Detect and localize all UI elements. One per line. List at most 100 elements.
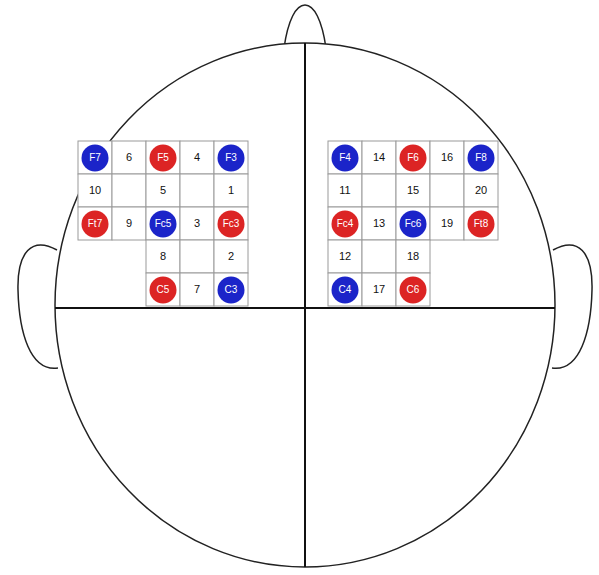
channel-number: 18 [407, 250, 419, 263]
electrode-label: Ft8 [467, 210, 495, 230]
electrode-circle: Fc3 [217, 210, 245, 238]
grid-cell [362, 141, 396, 174]
electrode-circle: C3 [217, 276, 245, 304]
grid-cell [328, 141, 362, 174]
grid-cell [112, 207, 146, 240]
channel-number: 6 [126, 151, 132, 164]
grid-cell [328, 273, 362, 306]
channel-number: 14 [373, 151, 385, 164]
grid-cell [78, 141, 112, 174]
electrode-circle: Ft8 [467, 210, 495, 238]
grid-cell [180, 273, 214, 306]
grid-cell [464, 207, 498, 240]
channel-number: 4 [194, 151, 200, 164]
electrode-fill [400, 276, 427, 303]
electrode-circle: C4 [331, 276, 359, 304]
electrode-circle: F8 [467, 144, 495, 172]
electrode-circle: F7 [81, 144, 109, 172]
electrode-label: F6 [399, 144, 427, 164]
grid-cell [78, 207, 112, 240]
electrode-fill [218, 144, 245, 171]
channel-number: 1 [228, 184, 234, 197]
electrode-fill [150, 144, 177, 171]
channel-number: 13 [373, 217, 385, 230]
grid-cell [362, 273, 396, 306]
grid-cell [180, 141, 214, 174]
electrode-circle: F6 [399, 144, 427, 172]
electrode-fill [468, 210, 495, 237]
grid-cell [146, 207, 180, 240]
electrode-fill [332, 144, 359, 171]
grid-cell [396, 273, 430, 306]
electrode-fill [150, 210, 177, 237]
electrode-label: F4 [331, 144, 359, 164]
electrode-label: C3 [217, 276, 245, 296]
channel-number: 17 [373, 283, 385, 296]
grid-cell [328, 240, 362, 273]
electrode-circle: C5 [149, 276, 177, 304]
channel-number: 20 [475, 184, 487, 197]
electrode-label: Fc4 [331, 210, 359, 230]
electrode-circle: F5 [149, 144, 177, 172]
grid-cell [214, 273, 248, 306]
grid-cell [396, 207, 430, 240]
grid-cell [180, 207, 214, 240]
electrode-label: F7 [81, 144, 109, 164]
grid-cell [362, 240, 396, 273]
electrode-label: Fc6 [399, 210, 427, 230]
electrode-fill [82, 210, 109, 237]
grid-cell [146, 141, 180, 174]
electrode-fill [82, 144, 109, 171]
electrode-label: Ft7 [81, 210, 109, 230]
grid-cell [214, 240, 248, 273]
grid-cell [146, 240, 180, 273]
electrode-fill [468, 144, 495, 171]
electrode-circle: C6 [399, 276, 427, 304]
grid-cell [146, 273, 180, 306]
right-ear [552, 245, 592, 368]
electrode-label: C5 [149, 276, 177, 296]
grid-cell [464, 141, 498, 174]
grid-cell [362, 207, 396, 240]
grid-cell [78, 174, 112, 207]
ear-line [55, 307, 555, 309]
nose [284, 5, 326, 48]
grid-cell [464, 174, 498, 207]
channel-number: 7 [194, 283, 200, 296]
electrode-label: F8 [467, 144, 495, 164]
grid-cell [430, 174, 464, 207]
grid-cell [328, 174, 362, 207]
grid-cell [328, 207, 362, 240]
grid-cell [180, 174, 214, 207]
grid-cell [214, 174, 248, 207]
electrode-circle: Ft7 [81, 210, 109, 238]
grid-cell [362, 174, 396, 207]
channel-number: 2 [228, 250, 234, 263]
grid-cell [396, 240, 430, 273]
grid-cell [214, 207, 248, 240]
electrode-fill [218, 276, 245, 303]
head-outline [55, 43, 555, 567]
electrode-fill [400, 144, 427, 171]
electrode-label: F5 [149, 144, 177, 164]
grid-cell [112, 141, 146, 174]
grid-cell [180, 240, 214, 273]
electrode-circle: Fc4 [331, 210, 359, 238]
electrode-label: C6 [399, 276, 427, 296]
grid-cell [430, 141, 464, 174]
grid-cell [146, 174, 180, 207]
channel-number: 9 [126, 217, 132, 230]
electrode-grid [78, 141, 498, 306]
channel-number: 8 [160, 250, 166, 263]
channel-number: 12 [339, 250, 351, 263]
grid-cell [396, 174, 430, 207]
grid-cell [214, 141, 248, 174]
channel-number: 16 [441, 151, 453, 164]
grid-cell [430, 207, 464, 240]
electrode-fill [400, 210, 427, 237]
left-ear [18, 245, 58, 368]
electrode-fill [150, 276, 177, 303]
channel-number: 10 [89, 184, 101, 197]
